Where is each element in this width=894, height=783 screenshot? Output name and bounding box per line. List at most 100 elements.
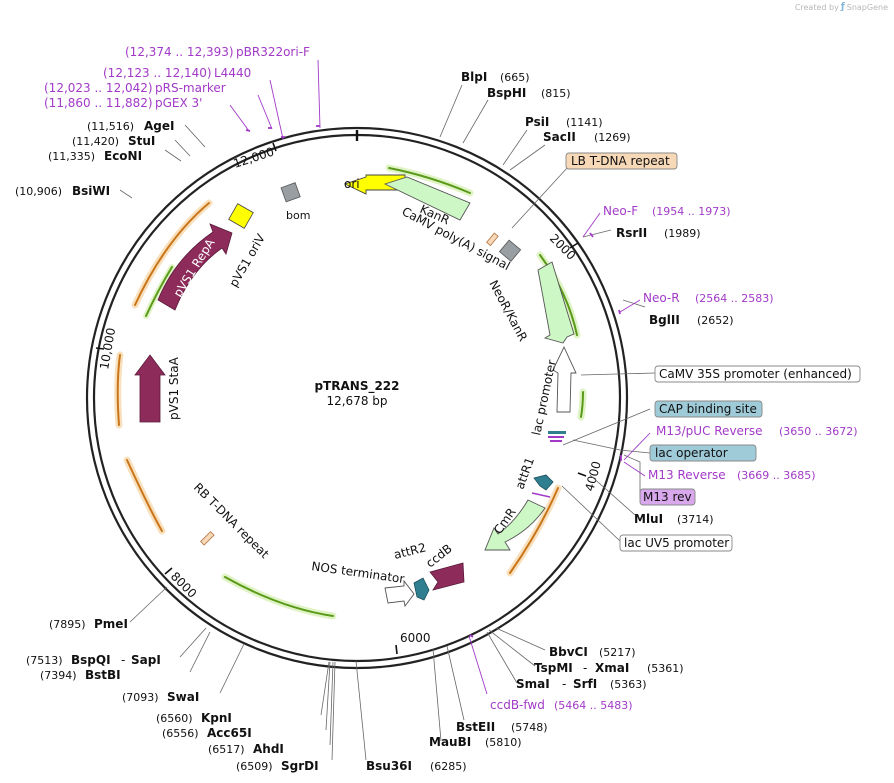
- orf-band-staa-core: [116, 354, 121, 426]
- site-psii-name: PsiI: [525, 115, 549, 129]
- primer-prs-name: pRS-marker: [155, 81, 226, 95]
- camv-polya-box: [498, 239, 522, 262]
- primer-neor-name: Neo-R: [643, 291, 680, 305]
- primer-l4440-pos: (12,123 .. 12,140): [103, 66, 212, 80]
- lac-uv5-label: lac UV5 promoter: [624, 536, 729, 550]
- primer-pbr322-pos: (12,374 .. 12,393): [125, 45, 234, 59]
- pvs1-oriv-box: [228, 203, 254, 229]
- site-tspmi-name2: XmaI: [595, 661, 629, 675]
- primer-ccdbfwd-name: ccdB-fwd: [490, 698, 545, 712]
- cmr-arrow: [484, 499, 546, 551]
- site-leaders: [119, 84, 656, 761]
- tick-10000: [95, 347, 105, 350]
- site-agei-pos: (11,516): [87, 120, 134, 133]
- orf-band-repa-core: [134, 202, 210, 306]
- cap-site-label: CAP binding site: [659, 402, 757, 416]
- lb-tdna-box: [565, 152, 678, 170]
- primer-neor-pos: (2564 .. 2583): [695, 292, 774, 305]
- site-bsiwi-name: BsiWI: [72, 184, 110, 198]
- site-bsu36i-pos: (6285): [430, 760, 467, 773]
- site-tspmi-pos: (5361): [647, 662, 684, 675]
- tick-6000: [395, 644, 398, 655]
- primer-marks: [245, 125, 622, 638]
- primer-m13puc-pos: (3650 .. 3672): [779, 425, 858, 438]
- site-econi-name: EcoNI: [104, 149, 142, 163]
- site-mlui-pos: (3714): [677, 513, 714, 526]
- lac-operator-label: lac operator: [655, 446, 728, 460]
- cap-site-box: [654, 400, 763, 418]
- site-sacii-pos: (1269): [594, 131, 631, 144]
- cap-site-mark: [548, 431, 566, 434]
- site-bsu36i-name: Bsu36I: [366, 759, 412, 773]
- m13-rev-box: [639, 488, 696, 506]
- primer-pgex-pos: (11,860 .. 11,882): [44, 96, 153, 110]
- label-ccdb: ccdB: [423, 541, 455, 570]
- label-nos-terminator: NOS terminator: [311, 559, 406, 586]
- primer-neof-name: Neo-F: [603, 204, 638, 218]
- site-agei-name: AgeI: [144, 119, 174, 133]
- site-econi-pos: (11,335): [48, 150, 95, 163]
- m13-mark-1: [548, 436, 564, 438]
- credit-brand: SnapGene: [846, 2, 888, 12]
- site-swai-pos: (7093): [122, 691, 159, 704]
- credit-prefix: Created by: [794, 2, 839, 12]
- site-smai-name2: SrfI: [573, 677, 597, 691]
- site-bbvci-name: BbvCI: [549, 645, 588, 659]
- site-smai-pos: (5363): [610, 678, 647, 691]
- lac-operator-box: [649, 444, 757, 462]
- primer-m13reverse-pos: (3669 .. 3685): [737, 469, 816, 482]
- primer-prs-pos: (12,023 .. 12,042): [44, 81, 153, 95]
- label-ori: ori: [344, 177, 360, 191]
- primer-pgex-name: pGEX 3': [155, 96, 202, 110]
- label-attr1: attR1: [513, 455, 537, 491]
- site-bsphi-pos: (815): [541, 87, 571, 100]
- orf-band-repa-inner-core: [145, 266, 173, 317]
- site-bsphi-name: BspHI: [487, 86, 526, 100]
- m13-mark-2: [550, 440, 562, 442]
- tick-4000-label: 4000: [582, 460, 603, 493]
- tick-4000: [577, 472, 587, 477]
- site-acc65i-pos: (6556): [162, 727, 199, 740]
- primer-ccdbfwd-pos: (5464 .. 5483): [554, 699, 633, 712]
- tick-8000: [164, 567, 173, 575]
- ori-arrow: [343, 174, 406, 195]
- label-attr2: attR2: [392, 540, 427, 562]
- site-maubi-pos: (5810): [485, 736, 522, 749]
- site-kpni-name: KpnI: [201, 711, 232, 725]
- site-pmei-name: PmeI: [94, 617, 128, 631]
- label-pvs1-staa: pVS1 StaA: [167, 356, 181, 420]
- plasmid-name: pTRANS_222: [314, 379, 399, 394]
- pvs1-staa-arrow: [134, 354, 166, 423]
- orf-band-kanr-core: [388, 167, 471, 194]
- site-rsrii-name: RsrII: [616, 226, 647, 240]
- site-bsteii-pos: (5748): [511, 721, 548, 734]
- label-neor-kanr: NeoR/KanR: [486, 278, 530, 344]
- tick-2000: [569, 242, 579, 249]
- snapgene-logo-icon: ƒ: [840, 2, 845, 12]
- ccdb-arrow: [429, 562, 465, 591]
- site-stui-pos: (11,420): [72, 135, 119, 148]
- site-bspqi-pos: (7513): [26, 654, 63, 667]
- orf-bands: [114, 164, 587, 620]
- label-rb-tdna: RB T-DNA repeat: [191, 480, 272, 561]
- tick-10000-label: 10,000: [97, 327, 118, 371]
- m13-rev-label: M13 rev: [643, 490, 692, 504]
- primer-m13puc-name: M13/pUC Reverse: [656, 424, 763, 438]
- primer-labels: (12,374 .. 12,393) pBR322ori-F (12,123 .…: [44, 45, 858, 712]
- site-bspqi-sep: -: [121, 653, 125, 667]
- plasmid-length: 12,678 bp: [326, 394, 387, 408]
- orf-band-rb-core: [126, 459, 163, 532]
- label-lac-promoter: lac promoter: [529, 359, 559, 437]
- site-swai-name: SwaI: [167, 690, 199, 704]
- site-bstbi-name: BstBI: [85, 668, 121, 682]
- attr1-primer-mark: [531, 492, 551, 498]
- site-pmei-pos: (7895): [49, 618, 86, 631]
- rb-tdna-mark: [200, 531, 215, 546]
- lac-uv5-box: [619, 534, 733, 552]
- site-rsrii-pos: (1989): [664, 227, 701, 240]
- site-bsteii-name: BstEII: [456, 720, 495, 734]
- orf-band-nos-core: [224, 576, 334, 617]
- orf-band-lac-core: [580, 391, 584, 418]
- restriction-sites: BlpI (665) BspHI (815) PsiI (1141) SacII…: [15, 70, 734, 773]
